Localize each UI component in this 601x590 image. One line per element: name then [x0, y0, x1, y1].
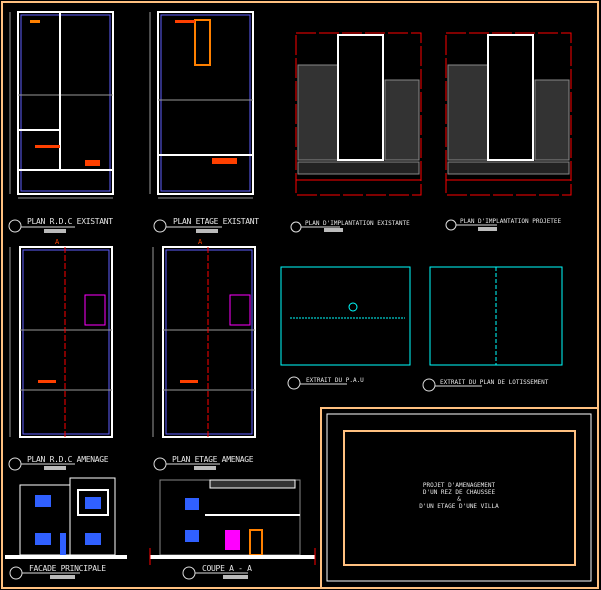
svg-text:EXTRAIT DU PLAN DE LOTISSEMENT: EXTRAIT DU PLAN DE LOTISSEMENT	[440, 379, 549, 386]
plan-etage-existant	[149, 11, 254, 199]
label-facade: FACADE PRINCIPALE	[9, 564, 107, 580]
label-extrait-pau: EXTRAIT DU P.A.U	[287, 376, 364, 390]
svg-text:PLAN D'IMPLANTATION EXISTANTE: PLAN D'IMPLANTATION EXISTANTE	[305, 220, 410, 227]
svg-text:PLAN ETAGE AMENAGE: PLAN ETAGE AMENAGE	[172, 455, 254, 464]
label-implantation-existante: PLAN D'IMPLANTATION EXISTANTE	[290, 220, 410, 233]
svg-text:FACADE PRINCIPALE: FACADE PRINCIPALE	[29, 564, 106, 573]
svg-text:COUPE A - A: COUPE A - A	[202, 564, 252, 573]
title-line-4: D'UN ETAGE D'UNE VILLA	[419, 503, 499, 510]
section-marker: A	[198, 238, 203, 246]
label-etage-existant: PLAN ETAGE EXISTANT	[153, 217, 260, 233]
plan-implantation-existante	[295, 32, 422, 196]
label-extrait-lotissement: EXTRAIT DU PLAN DE LOTISSEMENT	[422, 378, 549, 392]
section-marker: A	[55, 238, 60, 246]
svg-text:PLAN R.D.C AMENAGE: PLAN R.D.C AMENAGE	[27, 455, 109, 464]
svg-text:PLAN R.D.C EXISTANT: PLAN R.D.C EXISTANT	[27, 217, 113, 226]
plan-etage-amenage	[152, 246, 256, 438]
svg-text:PLAN D'IMPLANTATION PROJETEE: PLAN D'IMPLANTATION PROJETEE	[460, 218, 562, 225]
title-line-1: PROJET D'AMENAGEMENT	[423, 482, 496, 489]
title-block: PROJET D'AMENAGEMENT D'UN REZ DE CHAUSSE…	[320, 407, 599, 589]
plan-rdc-existant	[9, 11, 114, 199]
svg-text:PLAN ETAGE EXISTANT: PLAN ETAGE EXISTANT	[173, 217, 259, 226]
coupe-a-a	[149, 479, 316, 565]
extrait-lotissement	[429, 266, 563, 366]
extrait-pau	[280, 266, 411, 366]
facade-principale	[5, 477, 127, 559]
label-rdc-amenage: PLAN R.D.C AMENAGE	[8, 455, 109, 471]
svg-text:EXTRAIT DU P.A.U: EXTRAIT DU P.A.U	[306, 377, 364, 384]
label-implantation-projetee: PLAN D'IMPLANTATION PROJETEE	[445, 218, 562, 231]
title-line-3: &	[457, 496, 461, 503]
label-coupe: COUPE A - A	[182, 564, 252, 580]
label-etage-amenage: PLAN ETAGE AMENAGE	[153, 455, 254, 471]
plan-implantation-projetee	[445, 32, 572, 196]
label-rdc-existant: PLAN R.D.C EXISTANT	[8, 217, 114, 233]
title-line-2: D'UN REZ DE CHAUSSEE	[423, 489, 496, 496]
plan-rdc-amenage	[9, 246, 113, 438]
